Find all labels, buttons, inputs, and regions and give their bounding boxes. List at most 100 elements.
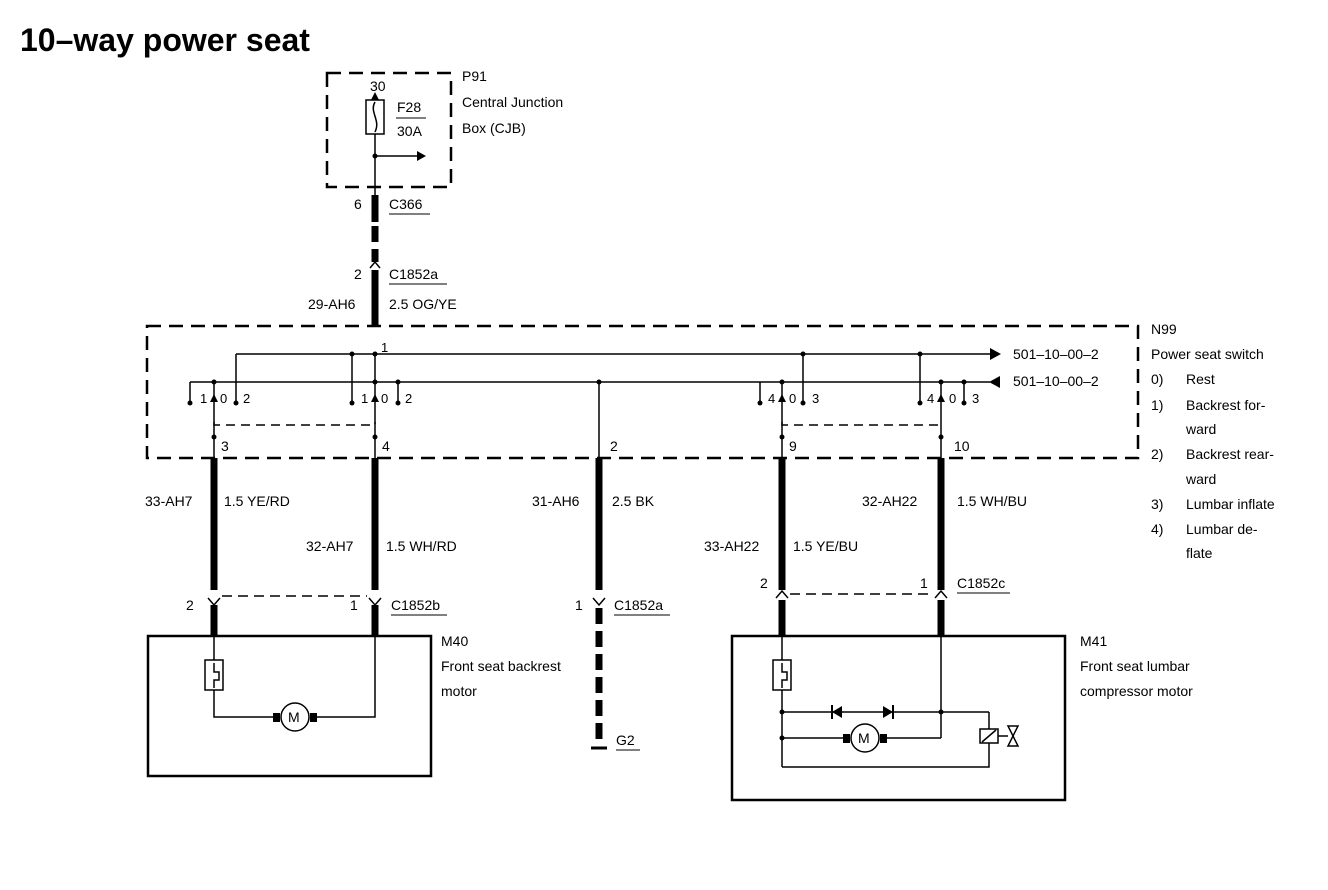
m41-ref: M41 — [1080, 633, 1107, 649]
connector-c1852b-pin1-icon — [368, 597, 382, 607]
switch-pin-2: 2 — [610, 438, 618, 454]
c1852a-top-pin: 2 — [354, 266, 362, 282]
cjb-pin-30: 30 — [370, 78, 386, 94]
backrest-motor-module: M — [146, 634, 433, 778]
wire-32ah22-spec: 1.5 WH/BU — [957, 493, 1027, 509]
m40-name-line2: motor — [441, 683, 477, 699]
motor-icon: M — [843, 723, 887, 753]
power-seat-switch: N99 Power seat switch 501–10–00–2 1 501–… — [145, 321, 1264, 460]
c1852a-bottom-label: C1852a — [614, 597, 663, 613]
arrow-right-icon — [417, 151, 426, 161]
cjb-pin-arrow-icon — [371, 92, 379, 100]
solenoid-valve-icon — [979, 725, 1020, 747]
switch-pin-9: 9 — [789, 438, 797, 454]
wire-32ah7-spec: 1.5 WH/RD — [386, 538, 457, 554]
motor-icon: M — [273, 702, 317, 732]
c1852a-bottom-pin: 1 — [575, 597, 583, 613]
wire-33ah7-circuit: 33-AH7 — [145, 493, 193, 509]
wire-33ah22-spec: 1.5 YE/BU — [793, 538, 858, 554]
switch-name: Power seat switch — [1151, 346, 1264, 362]
diode-left-icon — [831, 705, 842, 719]
switch-outline — [145, 324, 1140, 460]
connector-c1852a-bottom-icon — [592, 597, 606, 607]
wire-31ah6-spec: 2.5 BK — [612, 493, 655, 509]
diode-right-icon — [883, 705, 894, 719]
contact-label: 4 — [927, 391, 934, 406]
fuse-rating: 30A — [397, 123, 423, 139]
contact-label: 4 — [768, 391, 775, 406]
linkage-lumbar — [781, 422, 942, 426]
central-junction-box: P91 Central Junction Box (CJB) 30 F28 30… — [325, 68, 563, 195]
switch-pin-4: 4 — [382, 438, 390, 454]
c1852c-pin-2: 2 — [760, 575, 768, 591]
contact-label: 2 — [243, 391, 250, 406]
m40-name-line1: Front seat backrest — [441, 658, 561, 674]
thermal-breaker-icon — [772, 659, 792, 691]
c366-label: C366 — [389, 196, 423, 212]
m40-outline — [146, 634, 433, 778]
c1852b-pin-2: 2 — [186, 597, 194, 613]
m41-name-line2: compressor motor — [1080, 683, 1193, 699]
legend-text: ward — [1185, 421, 1216, 437]
legend-num: 3) — [1151, 496, 1163, 512]
legend-text: Lumbar de- — [1186, 521, 1258, 537]
contact-label: 2 — [405, 391, 412, 406]
legend-text: ward — [1185, 471, 1216, 487]
legend-text: flate — [1186, 545, 1213, 561]
contact-label: 0 — [220, 391, 227, 406]
switch-pin-1: 1 — [381, 340, 388, 355]
cjb-outline — [325, 71, 453, 189]
switch-ref: N99 — [1151, 321, 1177, 337]
contact-label: 0 — [381, 391, 388, 406]
cjb-ref: P91 — [462, 68, 487, 84]
linkage-backrest — [213, 422, 376, 426]
thermal-breaker-icon — [204, 659, 224, 691]
wire-33ah22-circuit: 33-AH22 — [704, 538, 759, 554]
motor-label: M — [288, 709, 300, 725]
contact-label: 0 — [789, 391, 796, 406]
c1852b-label: C1852b — [391, 597, 440, 613]
contact-label: 1 — [200, 391, 207, 406]
connector-c1852b-pin2-icon — [207, 597, 221, 607]
legend-num: 1) — [1151, 397, 1163, 413]
wire-32ah7-circuit: 32-AH7 — [306, 538, 354, 554]
m41-outline — [730, 634, 1067, 802]
contact-label: 3 — [972, 391, 979, 406]
m40-ref: M40 — [441, 633, 468, 649]
output-wires — [207, 458, 948, 750]
switch-pin-10: 10 — [954, 438, 970, 454]
c1852b-pin-1: 1 — [350, 597, 358, 613]
cjb-name-line1: Central Junction — [462, 94, 563, 110]
arrow-right-icon — [990, 348, 1001, 360]
contact-label: 3 — [812, 391, 819, 406]
contact-arm-3 — [778, 382, 786, 458]
feed-wire — [369, 195, 381, 326]
arrow-left-icon — [989, 376, 1000, 388]
connector-c1852c-pin2-icon — [775, 589, 789, 599]
legend-num: 2) — [1151, 446, 1163, 462]
motor-label: M — [858, 730, 870, 746]
wire-33ah7-spec: 1.5 YE/RD — [224, 493, 290, 509]
page-title: 10–way power seat — [20, 22, 310, 58]
ref-out-top: 501–10–00–2 — [1013, 346, 1099, 362]
c1852a-top-label: C1852a — [389, 266, 438, 282]
ground-label: G2 — [616, 732, 635, 748]
contact-arm-2 — [371, 354, 379, 458]
cjb-name-line2: Box (CJB) — [462, 120, 526, 136]
legend-text: Rest — [1186, 371, 1215, 387]
switch-legend: 0) Rest 1) Backrest for- ward 2) Backres… — [1151, 371, 1275, 561]
lumbar-compressor-module: M — [730, 634, 1067, 802]
feed-circuit: 29-AH6 — [308, 296, 356, 312]
legend-num: 0) — [1151, 371, 1163, 387]
connector-c1852c-pin1-icon — [934, 589, 948, 599]
legend-text: Lumbar inflate — [1186, 496, 1275, 512]
legend-text: Backrest rear- — [1186, 446, 1274, 462]
switch-pin-3: 3 — [221, 438, 229, 454]
contact-label: 1 — [361, 391, 368, 406]
wire-32ah22-circuit: 32-AH22 — [862, 493, 917, 509]
wire-31ah6-circuit: 31-AH6 — [532, 493, 580, 509]
fuse-id: F28 — [397, 99, 421, 115]
feed-spec: 2.5 OG/YE — [389, 296, 457, 312]
c366-pin: 6 — [354, 196, 362, 212]
